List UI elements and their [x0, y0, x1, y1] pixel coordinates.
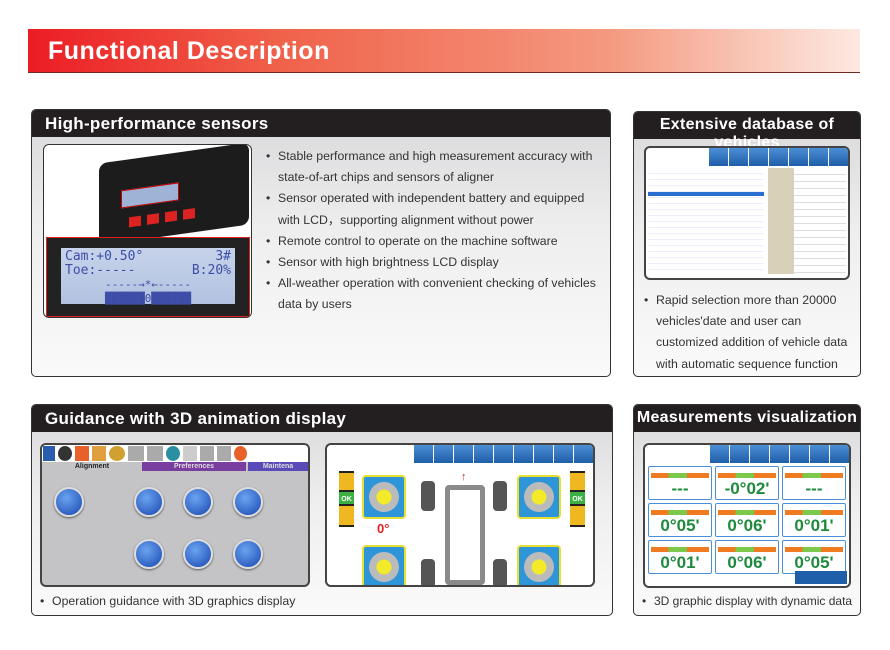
sensor-features: Stable performance and high measurement …	[266, 146, 601, 316]
wheel-front-left	[362, 475, 406, 519]
measurement-value: ---	[671, 479, 689, 498]
ok-indicator-left: OK	[339, 490, 354, 506]
tab-alignment[interactable]: Alignment	[74, 463, 110, 470]
measurement-cell: ---	[782, 466, 846, 500]
chassis-diagram	[445, 485, 485, 585]
measurement-cell: 0°05'	[782, 540, 846, 574]
wheel-rear-left	[362, 545, 406, 585]
measurement-cell: 0°06'	[715, 503, 779, 537]
database-screenshot	[644, 146, 850, 280]
measurement-cell: ---	[648, 466, 712, 500]
list-item: Rapid selection more than 20000 vehicles…	[644, 290, 859, 375]
panel-title: High-performance sensors	[32, 110, 610, 137]
list-item: Sensor operated with independent battery…	[266, 188, 601, 230]
wheel-alignment-screenshot: OK OK 0° ↑	[325, 443, 595, 587]
measurement-value: ---	[805, 479, 823, 498]
bottom-toolbar[interactable]	[795, 571, 847, 584]
wheel-front-right	[517, 475, 561, 519]
measurement-cell: 0°01'	[648, 540, 712, 574]
list-item: All-weather operation with convenient ch…	[266, 273, 601, 315]
list-item: Operation guidance with 3D graphics disp…	[40, 591, 295, 612]
measurement-cell: -0°02'	[715, 466, 779, 500]
lcd-bargraph: ██████0██████	[104, 292, 192, 305]
vehicle-search-icon[interactable]	[54, 487, 84, 517]
lcd-display: Cam:+0.50° 3# Toe:----- B:20% -----→*←----…	[46, 237, 250, 317]
car-body-icon[interactable]	[233, 539, 263, 569]
measurement-cell: 0°06'	[715, 540, 779, 574]
guidance-menu-screenshot: Alignment Preferences Maintena	[40, 443, 310, 587]
measurement-features: 3D graphic display with dynamic data	[642, 591, 852, 612]
lcd-id: 3#	[215, 249, 231, 264]
list-item: Stable performance and high measurement …	[266, 146, 601, 188]
measurements-panel: Measurements visualization --- -0°02' --…	[633, 404, 861, 616]
tools-icon[interactable]	[183, 539, 213, 569]
measurement-cell: 0°05'	[648, 503, 712, 537]
list-item: Remote control to operate on the machine…	[266, 231, 601, 252]
lcd-battery: B:20%	[191, 263, 231, 278]
lcd-camber: Cam:+0.50°	[65, 249, 144, 264]
toolbar	[646, 148, 848, 166]
panel-title: Extensive database of vehicles	[634, 112, 860, 151]
panel-title: Guidance with 3D animation display	[32, 405, 612, 432]
toolbar	[327, 445, 593, 463]
measurement-cell: 0°01'	[782, 503, 846, 537]
page-title: Functional Description	[48, 37, 330, 65]
guidance-panel: Guidance with 3D animation display Align…	[31, 404, 613, 616]
vehicle-list	[648, 168, 764, 274]
section-header: Functional Description	[28, 29, 860, 73]
sensor-image: Cam:+0.50° 3# Toe:----- B:20% -----→*←----…	[43, 144, 252, 318]
camera-icon[interactable]	[233, 487, 263, 517]
measurement-value: 0°05'	[660, 516, 700, 535]
toolbar	[645, 445, 849, 463]
toolbar	[42, 445, 308, 462]
list-item: 3D graphic display with dynamic data	[642, 591, 852, 612]
parking-icon[interactable]	[183, 487, 213, 517]
tab-preferences[interactable]: Preferences	[142, 462, 246, 471]
database-panel: Extensive database of vehicles Rapid sel…	[633, 111, 861, 377]
adjust-icon[interactable]	[134, 539, 164, 569]
measurement-value: 0°05'	[794, 553, 834, 572]
spec-table	[768, 168, 846, 274]
ok-indicator-right: OK	[570, 490, 585, 506]
measurement-value: 0°06'	[727, 516, 767, 535]
panel-title: Measurements visualization	[634, 405, 860, 432]
measurement-value: 0°06'	[727, 553, 767, 572]
lcd-toe: Toe:-----	[65, 263, 136, 278]
vehicle-icon[interactable]	[134, 487, 164, 517]
list-item: Sensor with high brightness LCD display	[266, 252, 601, 273]
wheel-rear-right	[517, 545, 561, 585]
lcd-indicator: -----→*←-----	[104, 278, 192, 291]
measurement-value: -0°02'	[724, 479, 770, 498]
direction-arrow-icon: ↑	[461, 471, 467, 483]
angle-readout: 0°	[377, 521, 390, 536]
measurement-value: 0°01'	[660, 553, 700, 572]
measurement-value: 0°01'	[794, 516, 834, 535]
database-features: Rapid selection more than 20000 vehicles…	[644, 290, 859, 375]
tab-maintenance[interactable]: Maintena	[248, 462, 308, 471]
sensor-body	[99, 145, 249, 246]
guidance-features: Operation guidance with 3D graphics disp…	[40, 591, 295, 612]
measurements-screenshot: --- -0°02' --- 0°05' 0°06' 0°01' 0°01' 0…	[643, 443, 851, 588]
measurement-grid: --- -0°02' --- 0°05' 0°06' 0°01' 0°01' 0…	[645, 463, 849, 577]
